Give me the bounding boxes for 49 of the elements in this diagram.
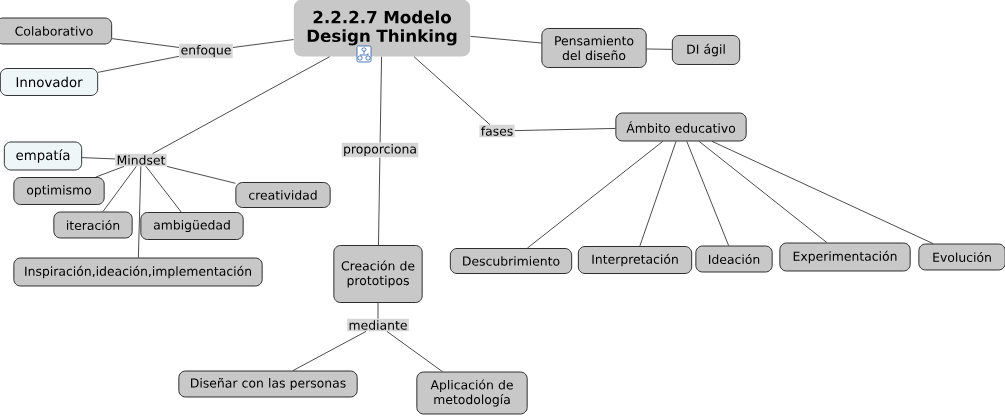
concept-box: Experimentación <box>779 242 911 272</box>
connector-line <box>646 48 673 50</box>
connector-line <box>81 157 116 160</box>
concept-box: creatividad <box>235 182 331 208</box>
concept-box: DI ágil <box>671 35 741 65</box>
connector-line <box>138 166 142 258</box>
linking-phrase: Mindset <box>115 153 167 167</box>
connector-line <box>379 56 382 143</box>
concept-box: Aplicación de metodología <box>416 371 528 415</box>
connector-line <box>292 331 367 371</box>
concept-box: empatía <box>3 141 83 171</box>
concept-box: Creación de prototipos <box>333 245 423 303</box>
concept-box: Evolución <box>918 243 1005 271</box>
connector-line <box>102 166 137 212</box>
connector-line <box>413 56 491 125</box>
concept-box: Ideación <box>695 245 773 273</box>
concept-box: Pensamiento del diseño <box>541 28 647 68</box>
linking-phrase: proporciona <box>341 142 419 158</box>
connector-line <box>526 141 664 249</box>
connector-line <box>166 166 236 184</box>
linking-phrase: fases <box>479 124 515 138</box>
connector-line <box>377 302 379 319</box>
concept-box: Innovador <box>0 68 99 96</box>
concept-box: optimismo <box>13 177 105 205</box>
connector-line <box>639 141 677 247</box>
concept-box: Interpretación <box>577 246 693 274</box>
connector-line <box>232 39 294 48</box>
connector-line <box>470 35 542 44</box>
title-box: 2.2.2.7 Modelo Design Thinking <box>293 0 471 57</box>
connector-line <box>97 55 180 73</box>
concept-box: ambigüedad <box>140 212 244 240</box>
concept-box: iteración <box>53 211 133 239</box>
connector-line <box>686 141 730 246</box>
connector-line <box>111 38 180 48</box>
connector-line <box>378 157 381 246</box>
linking-phrase: mediante <box>347 318 409 332</box>
concept-box: Colaborativo <box>0 17 113 45</box>
linking-phrase: enfoque <box>179 43 233 59</box>
concept-box: Ámbito educativo <box>615 112 747 142</box>
connector-line <box>386 331 443 372</box>
concept-box: Descubrimiento <box>449 248 573 274</box>
connector-line <box>152 56 330 154</box>
connector-line <box>711 141 934 244</box>
connector-line <box>145 166 182 213</box>
concept-box: Diseñar con las personas <box>178 370 358 398</box>
connector-line <box>95 166 125 178</box>
connector-line <box>698 141 828 243</box>
connector-line <box>514 128 616 131</box>
concept-box: Inspiración,ideación,implementación <box>13 257 263 287</box>
